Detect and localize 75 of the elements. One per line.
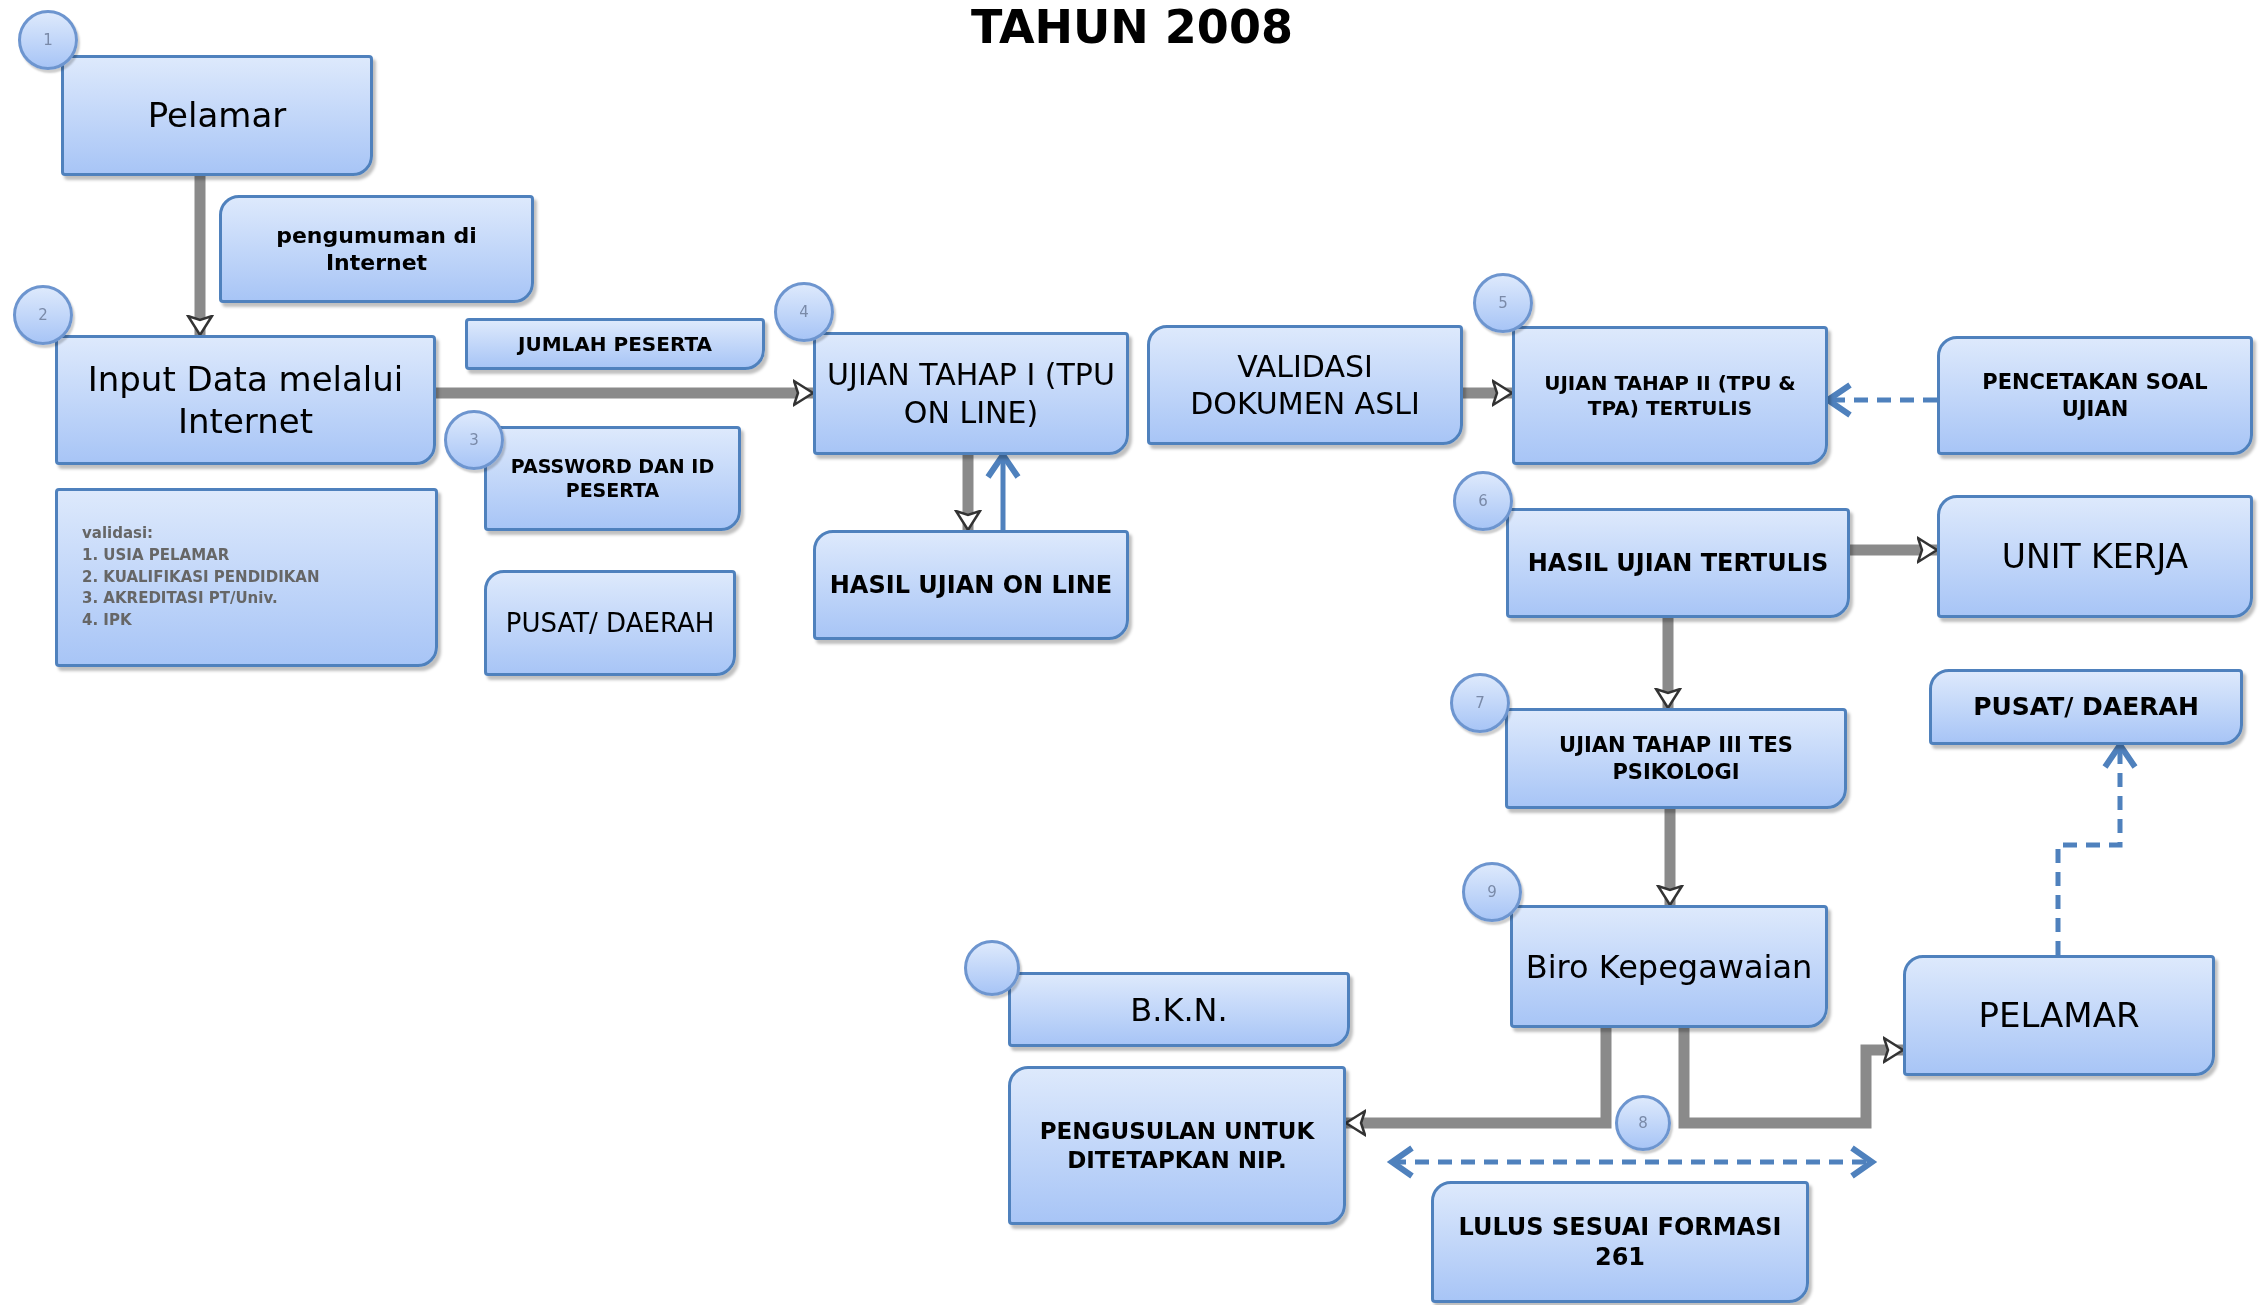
box-label: JUMLAH PESERTA: [518, 331, 712, 357]
process-box: [1929, 669, 2243, 745]
arrow: [1463, 379, 1514, 407]
box-label: pengumuman di Internet: [275, 221, 478, 277]
arrow: [954, 455, 982, 532]
process-box: [1431, 1181, 1809, 1303]
box-label: PASSWORD DAN ID PESERTA: [509, 454, 716, 503]
arrow: [1656, 809, 1684, 907]
box-label: PUSAT/ DAERAH: [1973, 691, 2199, 723]
step-number-circle: [1615, 1095, 1671, 1151]
note-text: 3. AKREDITASI PT/Univ.: [82, 588, 278, 610]
step-number: 9: [1487, 882, 1497, 902]
arrow: [186, 176, 214, 337]
note-text: 4. IPK: [82, 610, 132, 632]
step-number-circle: [1453, 471, 1513, 531]
process-box: [465, 318, 765, 370]
step-number: 3: [469, 430, 479, 450]
box-label: PENGUSULAN UNTUK DITETAPKAN NIP.: [1038, 1116, 1316, 1175]
arrow: [1850, 536, 1939, 564]
process-box: [1147, 325, 1463, 445]
step-number: 1: [43, 30, 53, 50]
note-box: [55, 488, 438, 667]
process-box: [1505, 708, 1847, 809]
arrow: [1344, 1028, 1612, 1137]
process-box: [1903, 955, 2215, 1076]
process-box: [1512, 326, 1828, 465]
process-box: [1506, 508, 1850, 618]
process-box: [813, 530, 1129, 640]
box-label: HASIL UJIAN TERTULIS: [1527, 548, 1829, 578]
process-box: [484, 426, 741, 531]
box-label: PELAMAR: [1978, 994, 2140, 1037]
title: TAHUN 2008: [971, 0, 1293, 54]
box-label: UNIT KERJA: [2001, 535, 2189, 578]
step-number-circle: [1450, 673, 1510, 733]
box-label: Input Data melalui Internet: [86, 357, 405, 443]
box-label: PUSAT/ DAERAH: [505, 606, 715, 640]
note-text: 2. KUALIFIKASI PENDIDIKAN: [82, 566, 320, 588]
process-box: [55, 335, 436, 465]
arrow: [1654, 618, 1682, 710]
process-box: [1937, 336, 2253, 455]
step-number-circle: [444, 410, 504, 470]
step-number: 5: [1498, 293, 1508, 313]
step-number: 8: [1638, 1113, 1648, 1133]
process-box: [1008, 1066, 1346, 1225]
note-text: 1. USIA PELAMAR: [82, 544, 230, 566]
step-number-circle: [774, 282, 834, 342]
box-label: PENCETAKAN SOAL UJIAN: [1981, 369, 2209, 422]
box-label: Pelamar: [147, 94, 287, 137]
process-box: [61, 55, 373, 176]
box-label: LULUS SESUAI FORMASI 261: [1457, 1212, 1783, 1272]
process-box: [1510, 905, 1828, 1028]
step-number-circle: [1462, 862, 1522, 922]
process-box: [1008, 972, 1350, 1047]
process-box: [813, 332, 1129, 455]
process-box: [1937, 495, 2253, 618]
arrow: [436, 379, 815, 407]
step-number-circle: [964, 940, 1020, 996]
note-text: validasi:: [82, 523, 154, 545]
step-number: 7: [1475, 693, 1485, 713]
step-number-circle: [18, 10, 78, 70]
arrow: [1678, 1028, 1905, 1129]
step-number: 2: [38, 305, 48, 325]
box-label: VALIDASI DOKUMEN ASLI: [1189, 347, 1421, 423]
step-number: 6: [1478, 491, 1488, 511]
box-label: Biro Kepegawaian: [1525, 946, 1813, 987]
process-box: [219, 195, 534, 303]
box-label: B.K.N.: [1130, 989, 1228, 1030]
box-label: UJIAN TAHAP I (TPU ON LINE): [826, 356, 1116, 431]
process-box: [484, 570, 736, 676]
step-number-circle: [1473, 273, 1533, 333]
step-number-circle: [13, 285, 73, 345]
box-label: UJIAN TAHAP III TES PSIKOLOGI: [1558, 732, 1794, 785]
box-label: UJIAN TAHAP II (TPU & TPA) TERTULIS: [1543, 370, 1797, 421]
step-number: 4: [799, 302, 809, 322]
box-label: HASIL UJIAN ON LINE: [829, 570, 1113, 600]
